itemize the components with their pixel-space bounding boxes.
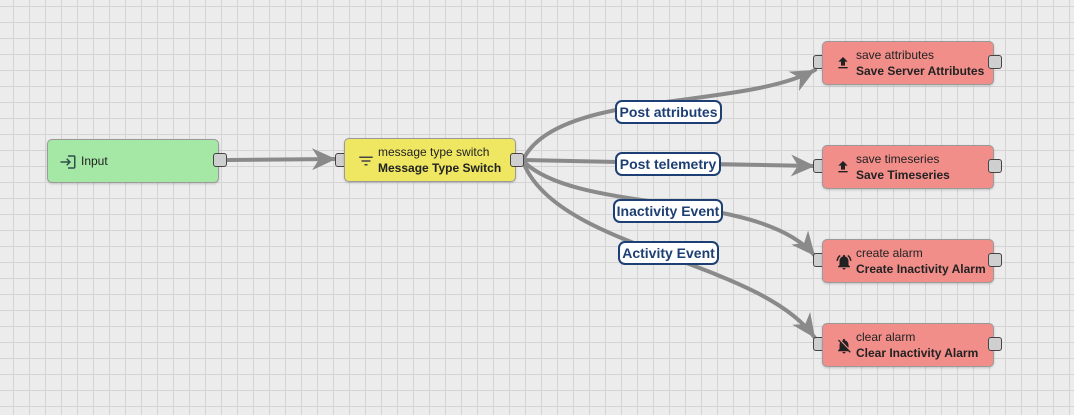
link-label-post-telemetry[interactable]: Post telemetry — [615, 152, 721, 176]
filter-icon — [359, 156, 373, 166]
output-port[interactable] — [510, 153, 524, 167]
upload-icon — [838, 161, 848, 173]
node-save-timeseries[interactable]: save timeseries Save Timeseries — [822, 145, 994, 189]
node-type: clear alarm — [856, 330, 916, 344]
login-icon — [60, 155, 76, 169]
node-type: create alarm — [856, 246, 923, 260]
output-port[interactable] — [988, 159, 1002, 173]
link-label-post-attributes[interactable]: Post attributes — [615, 100, 722, 124]
node-name: Clear Inactivity Alarm — [856, 346, 979, 360]
link-input-to-switch[interactable] — [226, 148, 338, 171]
node-name: Create Inactivity Alarm — [856, 262, 986, 276]
notifications-active-icon — [836, 254, 852, 270]
node-name: Save Timeseries — [856, 168, 950, 182]
node-name: Save Server Attributes — [856, 64, 985, 78]
link-label-activity-event[interactable]: Activity Event — [618, 241, 719, 265]
node-clear-alarm[interactable]: clear alarm Clear Inactivity Alarm — [822, 323, 994, 367]
output-port[interactable] — [988, 55, 1002, 69]
node-create-alarm[interactable]: create alarm Create Inactivity Alarm — [822, 239, 994, 283]
node-name: Input — [81, 154, 108, 168]
notifications-off-icon — [838, 338, 851, 354]
node-name: Message Type Switch — [378, 161, 502, 175]
node-type: save timeseries — [856, 152, 940, 166]
node-message-type-switch[interactable]: message type switch Message Type Switch — [344, 138, 516, 182]
link-label-inactivity-event[interactable]: Inactivity Event — [613, 199, 723, 223]
node-save-attributes[interactable]: save attributes Save Server Attributes — [822, 41, 994, 85]
output-port[interactable] — [988, 337, 1002, 351]
upload-icon — [838, 57, 848, 69]
node-type: message type switch — [378, 145, 490, 159]
node-type: save attributes — [856, 48, 935, 62]
output-port[interactable] — [988, 253, 1002, 267]
node-input[interactable]: Input — [47, 139, 219, 183]
output-port[interactable] — [213, 153, 227, 167]
